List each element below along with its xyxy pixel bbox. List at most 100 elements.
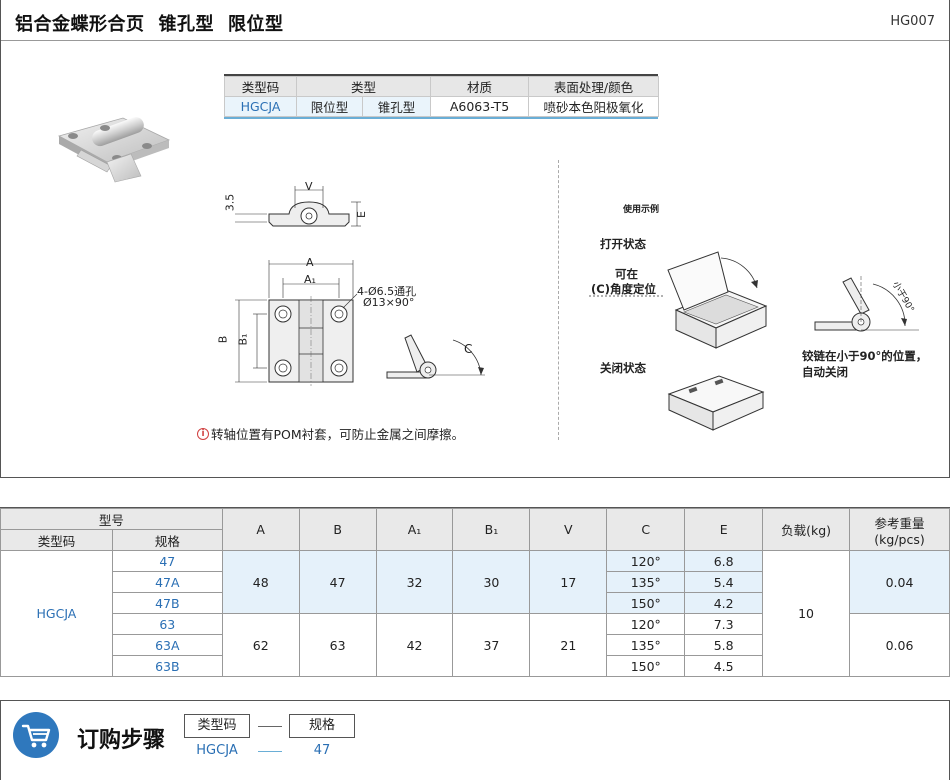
header-b: B [298,508,377,551]
open-state-label: 打开状态 [600,237,646,251]
header-b1: B₁ [452,508,531,551]
value-a1-cell: 32 [375,550,454,614]
value-weight-cell: 0.06 [849,613,950,677]
hinge-product-image [57,117,171,183]
table-header-row-2: 类型码 规格 [0,529,950,551]
spec-type-limit: 限位型 [296,96,363,117]
cart-icon [13,712,59,758]
spec-table-bottom-rule [224,117,658,119]
header-a1: A₁ [375,508,454,551]
value-b-cell: 47 [298,550,377,614]
value-b1-cell: 37 [452,613,531,677]
pom-bushing-note-text: 转轴位置有POM衬套，可防止金属之间摩擦。 [211,427,465,442]
value-c-cell: 135° [606,571,686,593]
spec-cell[interactable]: 63 [111,613,223,635]
table-row: 63A 135° 5.8 [1,634,950,656]
spec-type-countersunk: 锥孔型 [362,96,431,117]
value-c-cell: 120° [606,550,686,572]
dim-c-label: C [464,342,473,356]
value-e-cell: 5.8 [684,634,764,656]
value-b-cell: 63 [298,613,377,677]
hole-note-line-2: Ø13×90° [363,296,415,309]
title-part-1: 铝合金蝶形合页 [15,14,145,35]
dim-b1-label: B₁ [236,333,250,346]
spec-table: 类型码 类型 材质 表面处理/颜色 HGCJA 限位型 锥孔型 A6063-T5… [224,76,659,117]
order-title: 订购步骤 [77,728,166,753]
value-a-cell: 62 [221,613,300,677]
dim-e-label: E [354,211,368,218]
value-b1-cell: 30 [452,550,531,614]
order-step-type-code: 类型码 [184,714,250,738]
value-v-cell: 21 [529,613,608,677]
value-e-cell: 5.4 [684,571,764,593]
spec-cell[interactable]: 47A [111,571,223,593]
value-a-cell: 48 [221,550,300,614]
table-row: 47A 135° 5.4 [1,571,950,593]
header-weight-line-2: (kg/pcs) [874,531,925,547]
dimension-table: 型号 A B A₁ B₁ V C E 负载(kg) 参考重量 (kg/pcs) … [0,508,950,677]
value-v-cell: 17 [529,550,608,614]
header-spec: 规格 [111,529,223,551]
auto-close-text-1: 铰链在小于90°的位置， [802,349,928,363]
spec-table-header-row: 类型码 类型 材质 表面处理/颜色 [224,76,659,97]
spec-cell[interactable]: 63B [111,655,223,677]
spec-cell[interactable]: 47 [111,550,223,572]
spec-cell[interactable]: 47B [111,592,223,614]
spec-table-value-row: HGCJA 限位型 锥孔型 A6063-T5 喷砂本色阳极氧化 [224,96,659,117]
title-divider [1,40,949,41]
header-e: E [684,508,764,551]
value-c-cell: 150° [606,592,686,614]
value-a1-cell: 42 [375,613,454,677]
spec-type-code[interactable]: HGCJA [224,96,297,117]
dim-v-label: V [305,180,313,193]
hole-note-line-1: 4-Ø6.5通孔 [357,285,417,298]
table-row: HGCJA 47 48 47 32 30 17 120° 6.8 10 0.04 [0,550,950,677]
header-v: V [529,508,608,551]
spec-material: A6063-T5 [430,96,529,117]
usage-title: 使用示例 [623,205,660,215]
title-part-2: 锥孔型 [158,14,214,35]
spec-cell[interactable]: 63A [111,634,223,656]
front-view-drawing [235,260,358,386]
spec-surface: 喷砂本色阳极氧化 [528,96,659,117]
value-c-cell: 135° [606,634,686,656]
product-code: HG007 [890,14,935,29]
order-value-type-code: HGCJA [196,743,238,758]
value-weight-cell: 0.04 [849,550,950,614]
pom-bushing-note: i 转轴位置有POM衬套，可防止金属之间摩擦。 [197,424,464,443]
value-e-cell: 4.2 [684,592,764,614]
header-a: A [221,508,300,551]
spec-header-type: 类型 [296,76,431,97]
value-e-cell: 4.5 [684,655,764,677]
dim-3-5-label: 3.5 [223,193,237,212]
value-c-cell: 150° [606,655,686,677]
type-code-cell[interactable]: HGCJA [0,550,113,677]
table-header-row-1: 型号 A B A₁ B₁ V C E 负载(kg) 参考重量 (kg/pcs) [0,508,950,551]
header-type-code: 类型码 [0,529,113,551]
order-steps-panel: 订购步骤 类型码 规格 HGCJA 47 [0,700,950,780]
page-title: 铝合金蝶形合页锥孔型限位型 [15,10,298,36]
title-part-3: 限位型 [228,14,284,35]
header-weight-line-1: 参考重量 [874,515,925,531]
table-row: 63 62 63 42 37 21 120° 7.3 0.06 [1,613,950,677]
header-weight: 参考重量 (kg/pcs) [849,508,950,551]
dim-a-label: A [306,256,314,269]
table-row: 63B 150° 4.5 [1,655,950,677]
value-e-cell: 7.3 [684,613,764,635]
order-value-spec: 47 [313,743,331,758]
dim-b-label: B [216,335,230,344]
info-icon: i [197,427,209,440]
section-divider [558,160,559,440]
value-load-cell: 10 [762,550,851,677]
auto-close-illustration [814,274,919,332]
dim-a1-label: A₁ [304,273,316,286]
positioning-label-1: 可在 [615,267,638,281]
header-model-group: 型号 [0,508,223,530]
header-load: 负载(kg) [762,508,851,551]
value-c-cell: 120° [606,613,686,635]
spec-header-type-code: 类型码 [224,76,297,97]
angle-view-drawing [386,334,485,379]
spec-header-material: 材质 [430,76,529,97]
order-value-connector [258,751,282,752]
order-step-connector [258,726,282,727]
